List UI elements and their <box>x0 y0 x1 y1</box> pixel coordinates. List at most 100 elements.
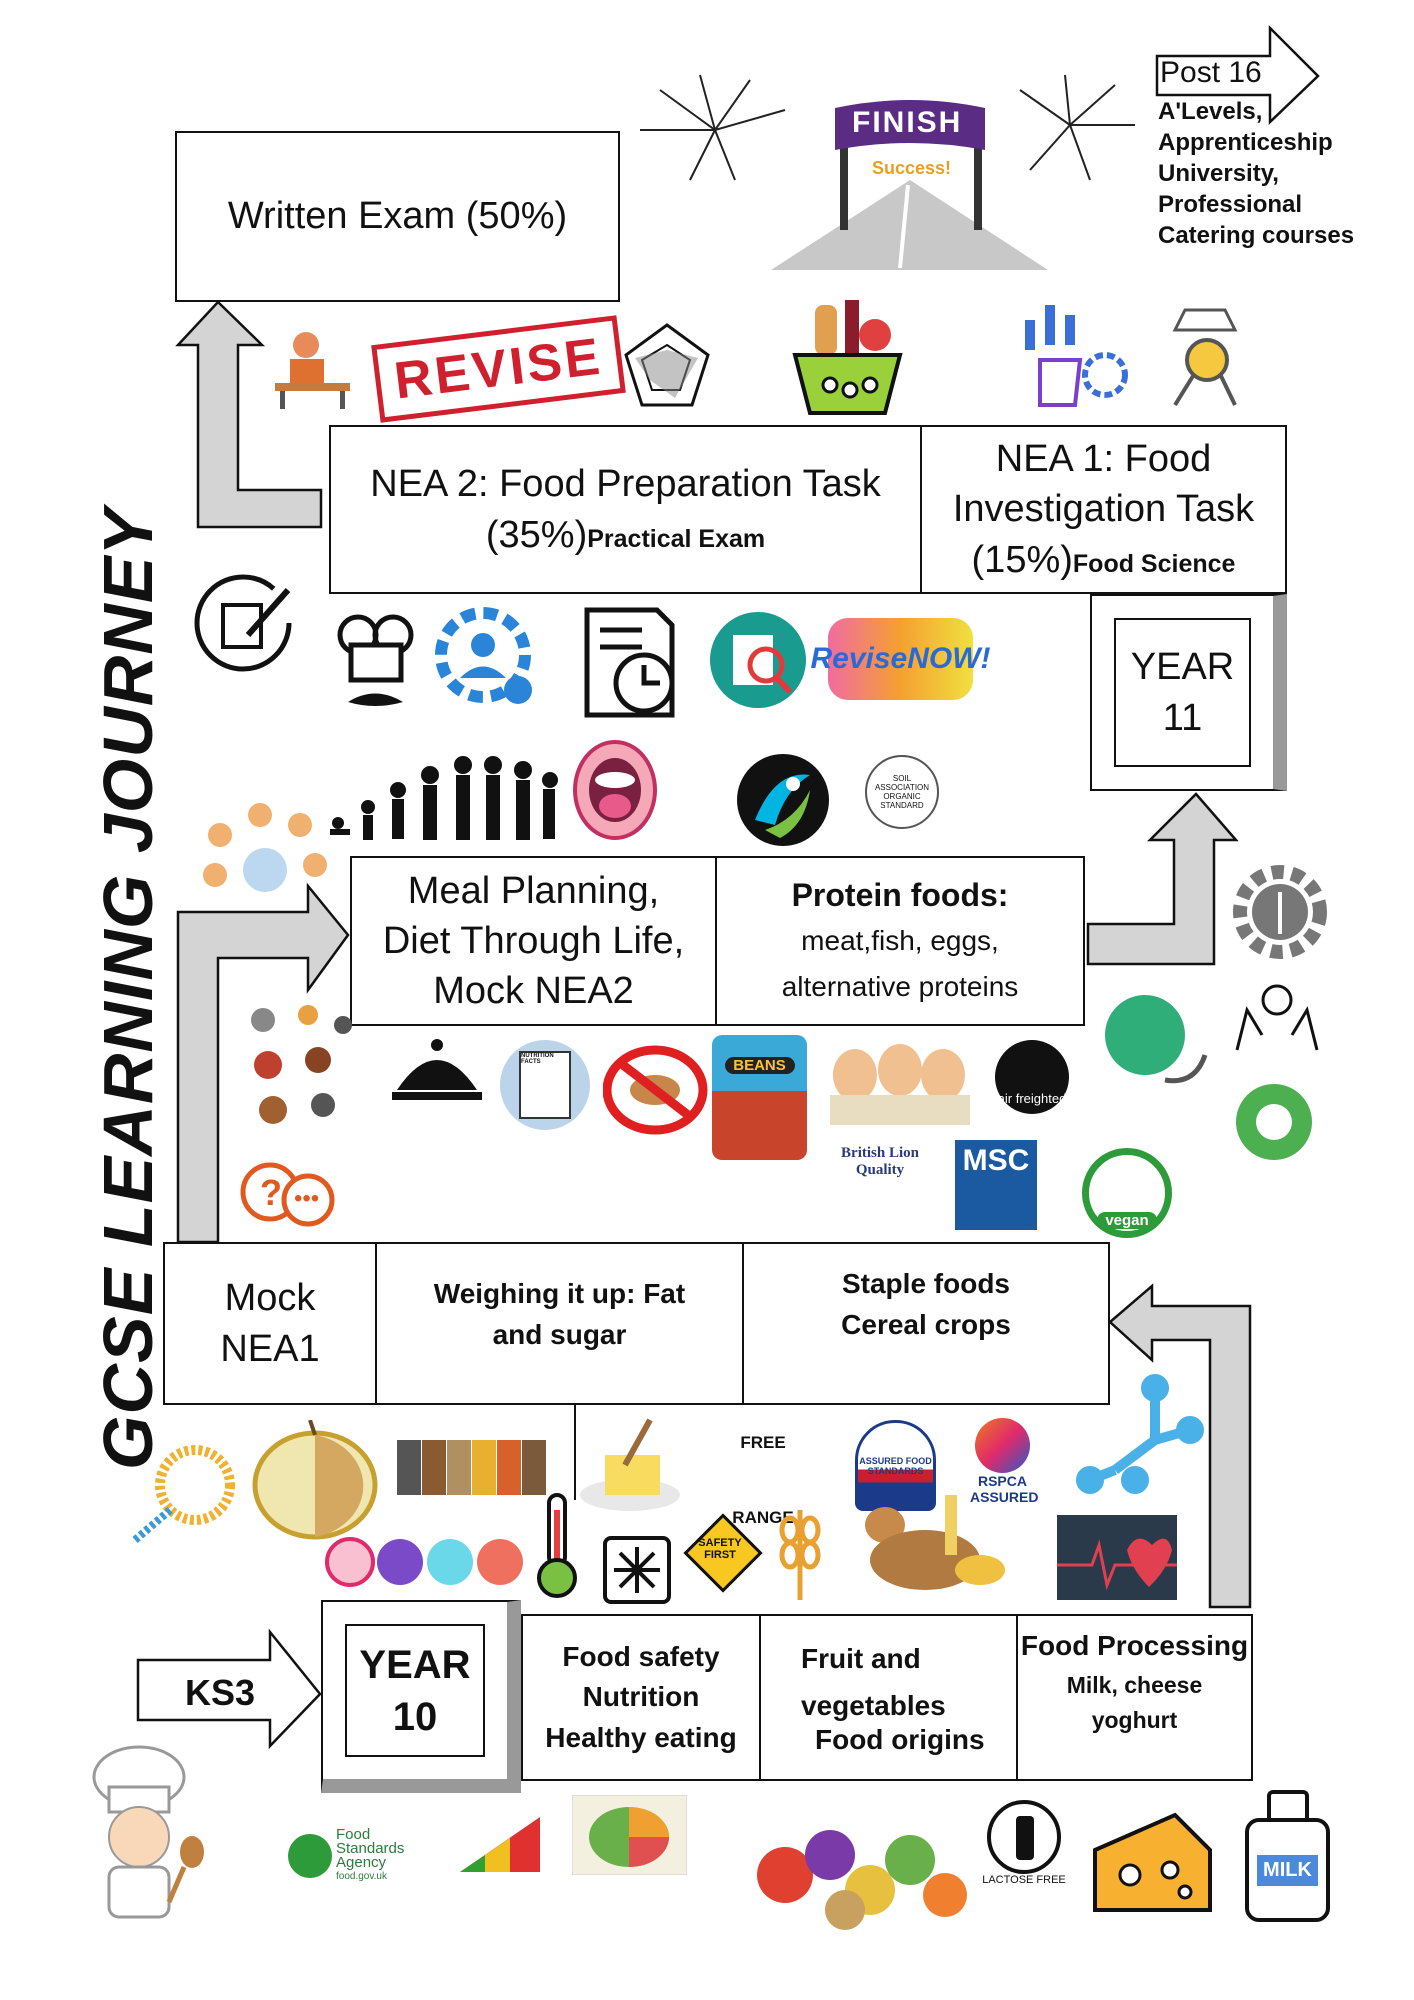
post16-options: A'Levels, Apprenticeship University, Pro… <box>1158 96 1414 251</box>
nea1-percent: (15%) <box>971 538 1073 581</box>
senses-icon <box>190 800 340 905</box>
post16-option: Apprenticeship <box>1158 129 1333 156</box>
arrow-to-meal-planning <box>176 882 350 1244</box>
lactose-free-icon: LACTOSE FREE <box>982 1800 1066 1886</box>
hygiene-symbols-icon <box>325 1535 530 1595</box>
no-nuts-icon <box>602 1045 708 1140</box>
nea2-note: Practical Exam <box>587 524 766 553</box>
year10-line2: 10 <box>392 1694 438 1739</box>
post16-arrow <box>1155 24 1320 125</box>
fruit-line3: Food origins <box>815 1723 985 1755</box>
milk-bottle-icon: MILK <box>1245 1790 1330 1922</box>
meal-line: Meal Planning, <box>407 869 660 912</box>
staple-line1: Staple foods <box>841 1268 1010 1299</box>
butter-icon <box>575 1415 685 1520</box>
revisenow-logo: ReviseNOW! <box>810 618 991 700</box>
traffic-light-chart-icon <box>450 1812 545 1882</box>
nea1-line2: Investigation Task <box>952 488 1255 531</box>
mouth-taste-icon <box>570 738 660 848</box>
nea2-percent: (35%) <box>485 513 588 556</box>
post16-option: Catering courses <box>1158 222 1355 249</box>
milk-label: MILK <box>1257 1854 1318 1886</box>
wheat-gear-icon <box>1230 862 1330 967</box>
red-tractor-logo: ASSURED FOOD STANDARDS <box>855 1420 936 1511</box>
diet-through-life-icon <box>318 745 558 850</box>
food-safety-box: Food safety Nutrition Healthy eating <box>521 1614 761 1781</box>
detective-icon <box>1155 300 1255 415</box>
svg-text:•••: ••• <box>294 1185 319 1212</box>
staple-foods-box: Staple foods Cereal crops <box>742 1242 1110 1405</box>
eatwell-guide-icon <box>571 1794 688 1880</box>
cheese-icon <box>1090 1810 1215 1920</box>
heart-rate-icon <box>1057 1515 1177 1605</box>
magnifier-dots-icon <box>125 1435 245 1550</box>
weighing-box: Weighing it up: Fat and sugar <box>375 1242 744 1405</box>
msc-logo: MSC <box>955 1140 1037 1230</box>
nea2-box: NEA 2: Food Preparation Task (35%)Practi… <box>329 425 922 594</box>
post16-option: A'Levels, <box>1158 98 1263 125</box>
free-range-logo: FREE RANGE <box>732 1433 794 1527</box>
processing-line2: yoghurt <box>1091 1707 1178 1734</box>
soil-association-logo: SOIL ASSOCIATION ORGANIC STANDARD <box>865 755 939 829</box>
fireworks-icon <box>640 74 1135 181</box>
post16-label: Post 16 <box>1160 56 1262 89</box>
ks3-label: KS3 <box>185 1672 256 1713</box>
nea2-title: NEA 2: Food Preparation Task <box>370 463 881 506</box>
protein-foods-box: Protein foods: meat,fish, eggs, alternat… <box>715 856 1085 1026</box>
mock-nea1-box: Mock NEA1 <box>163 1242 377 1405</box>
arrow-to-written-exam <box>175 300 323 529</box>
mock-line1: Mock <box>224 1277 316 1320</box>
poster-title: GCSE LEARNING JOURNEY <box>89 507 167 1470</box>
british-lion-logo: British Lion Quality <box>841 1145 919 1178</box>
user-settings-gear-icon <box>428 600 543 720</box>
arrow-to-staple-foods <box>1108 1283 1252 1609</box>
rspca-label: RSPCA ASSURED <box>970 1473 1039 1505</box>
question-chat-icon: ? ••• <box>240 1160 340 1235</box>
nea1-line1: NEA 1: Food <box>995 438 1212 481</box>
finish-success-text: Success! <box>872 158 952 178</box>
meal-line: Diet Through Life, <box>382 919 685 962</box>
meal-line: Mock NEA2 <box>433 970 634 1013</box>
svg-text:?: ? <box>260 1172 282 1213</box>
processing-line1: Milk, cheese <box>1066 1671 1203 1698</box>
baked-beans-can-icon: BEANS <box>712 1035 807 1160</box>
eggs-carton-icon <box>825 1035 975 1135</box>
rspca-logo: RSPCA ASSURED <box>970 1418 1039 1505</box>
beans-label: BEANS <box>724 1057 795 1074</box>
year11-line2: 11 <box>1162 696 1203 739</box>
data-analysis-hand-icon <box>1020 300 1140 415</box>
finish-hill-icon <box>771 180 1048 270</box>
vegan-logo: vegan <box>1082 1148 1172 1238</box>
ks3-arrow <box>136 1628 322 1750</box>
wheat-icon <box>770 1500 830 1605</box>
food-safety-line: Healthy eating <box>545 1721 737 1753</box>
lactose-free-label: LACTOSE FREE <box>982 1874 1066 1886</box>
fruit-veg-box: Fruit and vegetables Food origins <box>759 1614 1018 1781</box>
safety-first-label: SAFETY FIRST <box>698 1537 742 1561</box>
freezer-snowflake-icon <box>602 1535 672 1610</box>
shopping-basket-icon <box>785 295 910 425</box>
fruit-line1: Fruit and <box>801 1642 921 1674</box>
protein-line: alternative proteins <box>781 971 1019 1003</box>
cloche-icon <box>392 1030 482 1110</box>
fsa-url: food.gov.uk <box>336 1871 387 1882</box>
radar-chart-icon <box>620 320 715 420</box>
nea1-box: NEA 1: Food Investigation Task (15%)Food… <box>920 425 1287 594</box>
chef-mascot-icon <box>84 1742 209 1927</box>
recycle-earth-icon <box>1232 1080 1317 1170</box>
safety-first-sign-icon: SAFETY FIRST <box>683 1513 763 1593</box>
fruit-veg-characters-icon <box>745 1795 970 1940</box>
vegan-label: vegan <box>1097 1212 1157 1229</box>
timed-document-icon <box>582 605 687 725</box>
apple-oxidation-icon <box>250 1419 380 1545</box>
seeds-pulses-icon <box>392 1420 552 1500</box>
document-search-icon <box>708 610 808 715</box>
thermometer-icon <box>533 1490 583 1605</box>
fruit-line2: vegetables <box>801 1690 946 1722</box>
student-studying-icon <box>270 325 355 410</box>
